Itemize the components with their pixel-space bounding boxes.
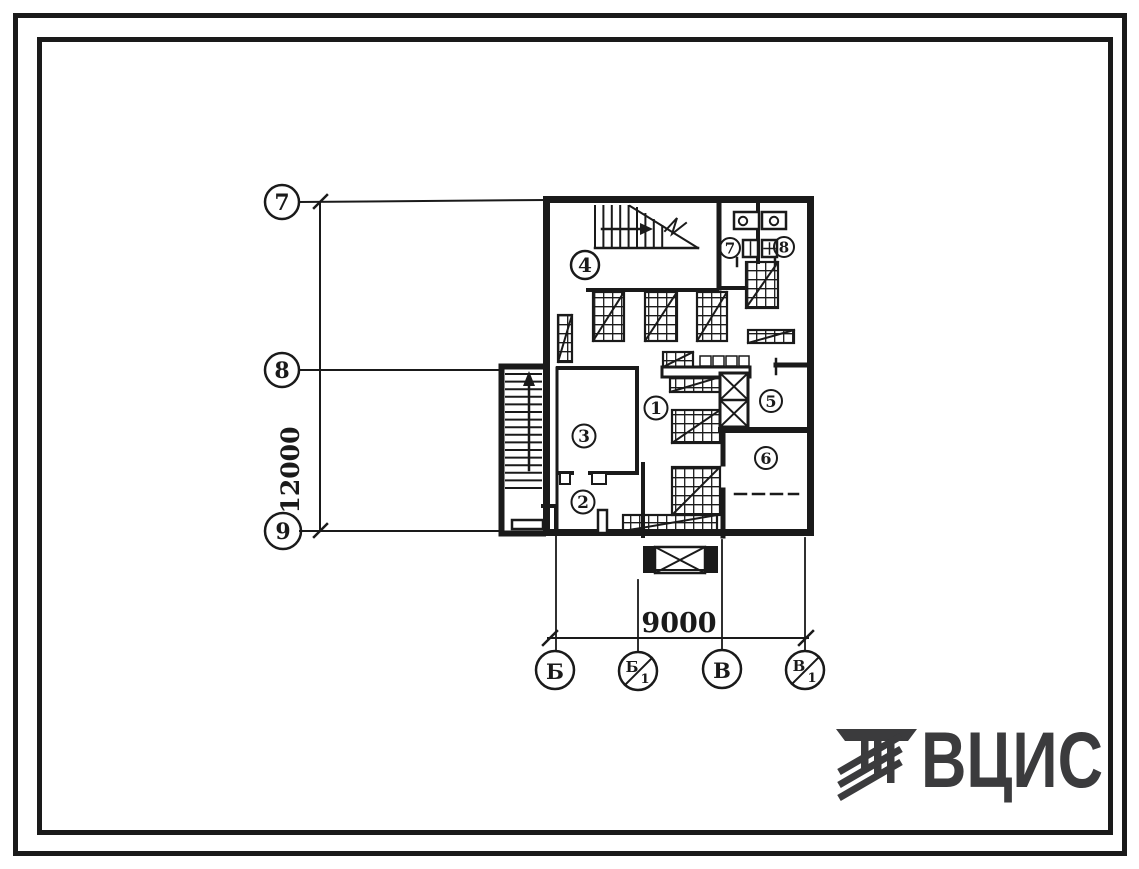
door-jamb [559,472,571,485]
axis-label-v1: В [793,657,806,675]
room-5-circle [759,389,783,413]
room-6-circle [754,446,778,470]
upper-staircase [593,204,700,250]
axis-circle-9 [263,511,303,551]
logo-text: ВЦИС [921,715,1103,804]
emblem-stripe [837,732,903,776]
arrowhead [640,223,653,235]
furniture [556,260,796,533]
axis-label-b1: Б [626,658,639,676]
dimension-tick [312,193,329,210]
axis-circle-v1 [784,649,826,691]
emblem-stripe [837,758,903,802]
axis-circle-7 [263,183,301,221]
axis-circle-b1 [617,650,659,692]
emblem-stripe [837,745,903,789]
axis-circle-b [534,649,576,691]
counter-unit [660,350,752,394]
room-8-circle [773,236,795,258]
room-2-number: 2 [577,493,589,513]
room-4-number: 4 [578,253,592,277]
axis-label-9: 9 [275,519,290,545]
bottom-axis-grid: 9000 Б Б 1 В В 1 [534,516,826,692]
emblem-top-beam [836,729,917,741]
vertical-dimension-text: 12000 [276,427,305,514]
arrowhead [523,371,535,386]
inner-border [37,37,1113,835]
wall-step [541,504,558,535]
sanitary-fixtures [732,210,788,259]
axis-7-leader-line [297,198,548,204]
shaft-cross-braced [718,371,750,429]
room-3-number: 3 [578,427,590,447]
room-1-number: 1 [650,399,662,419]
room-6-number: 6 [760,449,771,468]
room-3-walls [556,366,639,475]
stair-break-zigzag [663,217,688,237]
entry-step-hatched [621,513,719,533]
bench-hatched [746,328,796,345]
logo-emblem [836,729,917,802]
stair-break-line [628,204,700,250]
room-4-circle [569,249,601,281]
bed-hatched [670,465,722,517]
porch-pillar [705,546,718,573]
axis-circle-v [701,648,743,690]
toilet-fixture [760,210,788,231]
toilet-bowl [768,215,780,227]
logo: ВЦИС [836,715,1103,804]
axis-index-v1: 1 [807,671,816,686]
shower-tray-hatched [744,260,780,310]
axis-index-b1: 1 [640,672,649,687]
axis-fraction-slash [790,655,821,686]
axis-label-8: 8 [274,358,289,384]
annex-staircase [505,371,542,489]
axis-fraction-slash [623,656,654,687]
axis-circle-8 [263,351,301,389]
room-labels: 1 2 3 4 5 6 7 8 [569,236,795,515]
horizontal-dimension-text: 9000 [641,608,716,639]
door-jamb [591,472,607,485]
dimension-tick [797,629,815,647]
stairwell-annex-wall [498,363,546,537]
room-7-circle [719,237,741,259]
door-jamb [596,508,609,535]
plan-walls [498,196,814,539]
wall-cabinet-hatched [556,313,574,364]
room-8-number: 8 [779,239,789,257]
dimension-tick [541,629,559,647]
axis-label-7: 7 [274,190,289,216]
dimension-tick [312,522,329,539]
emblem-bar [887,741,895,783]
bed-hatched [591,290,626,343]
outer-border [13,13,1127,856]
room-1-circle [643,395,669,421]
axis-label-v: В [713,658,731,683]
room-3-circle [571,423,597,449]
left-axis-grid: 7 8 9 12000 [263,183,548,551]
axis-label-b: Б [546,659,564,684]
porch-pillar [643,546,655,573]
room-5-number: 5 [765,392,776,411]
room-7-number: 7 [725,240,735,258]
bed-hatched [695,290,729,343]
threshold-mat [510,518,545,531]
entrance-porch [643,545,718,575]
room-2-circle [570,489,596,515]
bed-hatched [643,290,679,343]
toilet-bowl [737,215,749,227]
bed-hatched [670,408,722,445]
